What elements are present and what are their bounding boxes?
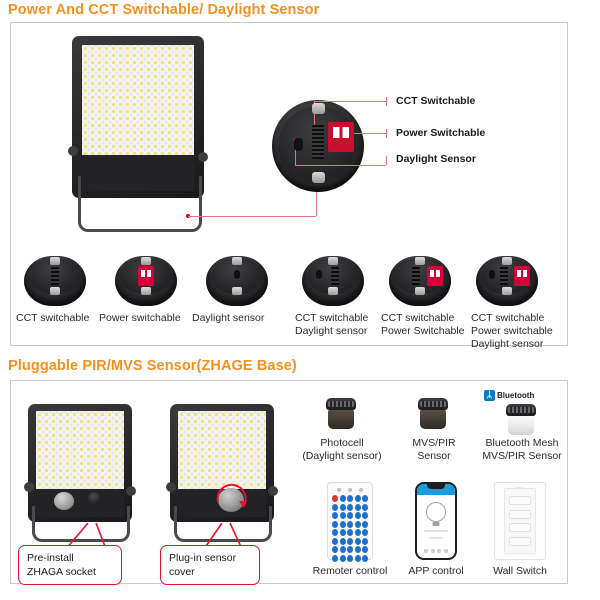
wall-switch-image: ~~~ [494, 482, 546, 560]
sensor-caption-cct-power: CCT switchable Power Switchable [381, 312, 465, 337]
sensor-variant-cct-daylight [302, 256, 364, 306]
callout-box-sensor-cover: Plug-in sensor cover [160, 545, 260, 585]
callout-line-v-main [316, 176, 317, 216]
photocell-sensor-image [324, 398, 358, 432]
sensor-caption-cct-power-daylight: CCT switchable Power switchable Daylight… [471, 312, 553, 350]
callout-label-cct: CCT Switchable [396, 95, 476, 107]
sensor-variant-cct [24, 256, 86, 306]
photocell-eye-icon [234, 270, 240, 279]
cct-slot-icon [51, 267, 59, 285]
sensor-caption-cct-daylight: CCT switchable Daylight sensor [295, 312, 369, 337]
daylight-sensor-eye [294, 138, 303, 151]
callout-pointer-zhaga [65, 523, 107, 550]
callout-pointer-cover [203, 523, 243, 550]
callout-tick-power [386, 129, 387, 138]
callout-box-zhaga-socket: Pre-install ZHAGA socket [18, 545, 122, 585]
dip-switch-icon [138, 266, 154, 286]
bluetooth-logo: ᛦ Bluetooth [484, 390, 534, 401]
remote-control-image [327, 482, 373, 562]
accessory-caption-app: APP control [408, 565, 464, 577]
floodlight-zhaga-socket [24, 404, 146, 544]
bluetooth-icon: ᛦ [484, 390, 495, 401]
callout-line-h-main [188, 216, 316, 217]
floodlight-main-image [68, 36, 218, 241]
accessory-caption-remote: Remoter control [312, 565, 388, 577]
rotate-arrow-icon [216, 483, 247, 508]
callout-line-v-cct [314, 102, 315, 130]
sensor-caption-power: Power switchable [99, 312, 181, 324]
accessory-caption-wall-switch: Wall Switch [493, 565, 547, 577]
callout-line-h-cct [314, 101, 386, 102]
accessory-caption-photocell: Photocell (Daylight sensor) [302, 437, 382, 462]
sensor-variant-power [115, 256, 177, 306]
bluetooth-wordmark: Bluetooth [497, 391, 535, 400]
sensor-variant-daylight [206, 256, 268, 306]
photocell-eye-icon [489, 270, 495, 279]
callout-line-h-power [346, 133, 386, 134]
floodlight-sensor-cover [166, 404, 288, 544]
plug-in-sensor-cover-icon [218, 488, 244, 512]
section-title-power-cct: Power And CCT Switchable/ Daylight Senso… [8, 2, 320, 18]
callout-tick-daylight [386, 156, 387, 165]
sensor-variant-cct-power [389, 256, 451, 306]
mvs-pir-sensor-image [416, 398, 450, 432]
sensor-caption-daylight: Daylight sensor [192, 312, 265, 324]
bluetooth-mesh-sensor-image [504, 404, 538, 438]
app-control-phone-image [415, 482, 457, 560]
photocell-eye-icon [316, 270, 322, 279]
accessory-caption-bluetooth-mesh: Bluetooth Mesh MVS/PIR Sensor [482, 437, 562, 462]
zhaga-socket-icon [88, 492, 101, 505]
callout-label-power: Power Switchable [396, 127, 486, 139]
accessory-caption-mvs-pir: MVS/PIR Sensor [412, 437, 456, 462]
pir-sensor-dome-icon [54, 492, 74, 510]
callout-tick-cct [386, 97, 387, 106]
remote-button-grid [332, 495, 368, 562]
callout-line-v-daylight [295, 140, 296, 165]
cct-switch-slot [312, 125, 324, 159]
callout-line-h-daylight [295, 165, 386, 166]
screw-top-icon [312, 103, 325, 114]
section-title-pluggable-pir: Pluggable PIR/MVS Sensor(ZHAGE Base) [8, 358, 297, 374]
sensor-variant-cct-power-daylight [476, 256, 538, 306]
sensor-caption-cct: CCT switchable [16, 312, 90, 324]
sensor-module-detail [272, 100, 364, 192]
power-dip-switch [328, 122, 354, 152]
callout-label-daylight: Daylight Sensor [396, 153, 476, 165]
light-bulb-icon [426, 502, 446, 523]
screw-bottom-icon [312, 172, 325, 183]
